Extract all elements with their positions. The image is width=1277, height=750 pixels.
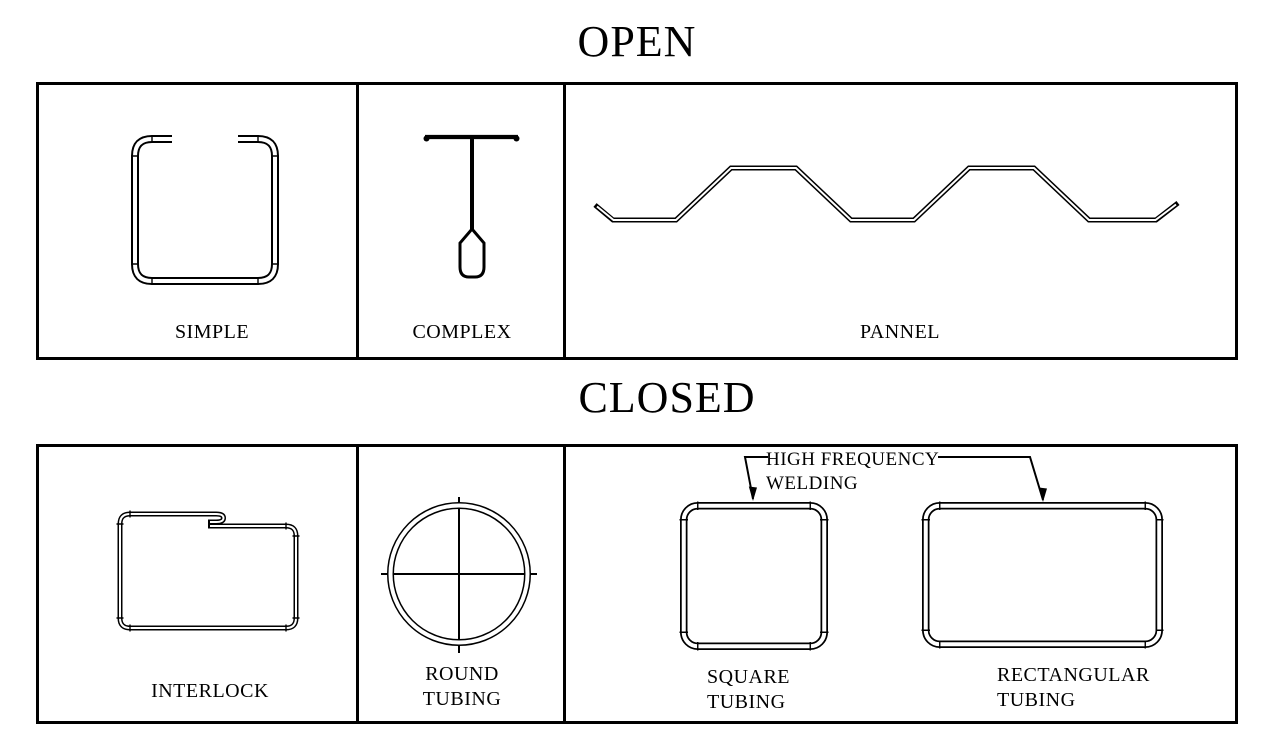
pannel-label: PANNEL xyxy=(859,321,941,343)
interlock-label: INTERLOCK xyxy=(151,680,269,702)
open-table-divider-2 xyxy=(563,82,566,360)
closed-table-divider-1 xyxy=(356,444,359,724)
weld-arrow-left-icon xyxy=(748,486,757,501)
round-tubing-label: ROUND TUBING xyxy=(362,662,562,712)
square-tubing-label-line1: SQUARE xyxy=(707,666,791,688)
pannel-profile-drawing xyxy=(593,165,1180,223)
open-section-title: OPEN xyxy=(577,17,697,66)
rectangular-tubing-label-line1: RECTANGULAR xyxy=(997,664,1150,686)
weld-annotation-line1: HIGH FREQUENCY xyxy=(766,449,940,470)
weld-leader-right xyxy=(938,456,1044,501)
square-tubing-label-line2: TUBING xyxy=(707,691,786,713)
corner-ticks xyxy=(679,501,829,651)
rectangular-tubing-drawing xyxy=(921,501,1164,649)
round-tubing-drawing xyxy=(381,497,537,653)
weld-arrow-right-icon xyxy=(1038,487,1047,502)
rectangular-tubing-label-line2: TUBING xyxy=(997,689,1076,711)
interlock-profile-drawing xyxy=(116,510,300,632)
closed-table-divider-2 xyxy=(563,444,566,724)
square-tubing-drawing xyxy=(679,501,829,651)
open-table-divider-1 xyxy=(356,82,359,360)
square-tubing-label: SQUARE TUBING xyxy=(707,665,790,715)
closed-section-title: CLOSED xyxy=(578,373,756,422)
simple-label: SIMPLE xyxy=(174,321,250,343)
round-tubing-label-line1: ROUND xyxy=(425,663,499,685)
weld-annotation-text: HIGH FREQUENCY WELDING xyxy=(766,448,939,496)
corner-ticks xyxy=(116,510,300,632)
rectangular-tubing-label: RECTANGULAR TUBING xyxy=(997,663,1150,713)
corner-ticks xyxy=(131,135,279,285)
weld-annotation-line2: WELDING xyxy=(766,473,859,494)
weld-leader-lines xyxy=(743,456,1047,502)
weld-leader-left xyxy=(743,456,768,500)
complex-label: COMPLEX xyxy=(412,321,512,343)
simple-profile-drawing xyxy=(131,135,279,285)
round-tubing-label-line2: TUBING xyxy=(422,688,502,710)
complex-profile-drawing xyxy=(423,134,520,279)
closed-profiles-table xyxy=(36,444,1238,724)
corner-ticks xyxy=(921,501,1164,649)
